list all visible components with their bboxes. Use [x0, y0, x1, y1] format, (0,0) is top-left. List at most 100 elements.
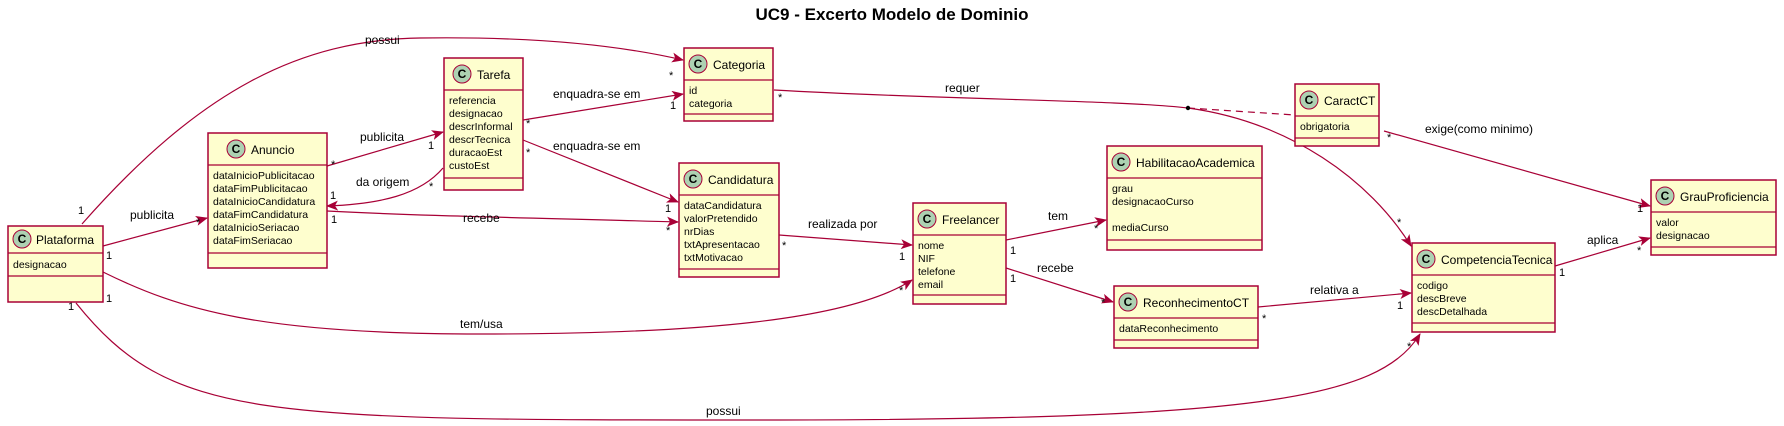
class-attribute: nrDias: [684, 226, 714, 238]
class-attribute: descDetalhada: [1417, 306, 1487, 318]
association-plataforma-categoria: possui 1 *: [78, 33, 684, 225]
class-attribute: custoEst: [449, 160, 489, 172]
class-c-icon: [1299, 90, 1319, 110]
multiplicity: 1: [106, 293, 112, 305]
multiplicity: 1: [106, 250, 112, 262]
class-name: Tarefa: [477, 68, 511, 82]
multiplicity: *: [1101, 297, 1106, 309]
edge-label: realizada por: [808, 217, 877, 231]
class-c-icon: [452, 64, 472, 84]
class-attribute: dataFimPublicitacao: [213, 183, 308, 195]
association-categoria-competencia: requer * *: [773, 81, 1412, 247]
edge-label: da origem: [356, 175, 409, 189]
class-c-icon: [917, 209, 937, 229]
class-attribute: referencia: [449, 95, 496, 107]
class-attribute: duracaoEst: [449, 147, 502, 159]
multiplicity: *: [1407, 341, 1412, 353]
multiplicity: 1: [78, 205, 84, 217]
association-reconhecimento-competencia: relativa a * 1: [1257, 283, 1412, 325]
association-anuncio-tarefa-publicita: publicita * 1: [326, 130, 444, 171]
edge-label: tem: [1048, 209, 1068, 223]
multiplicity: *: [1094, 223, 1099, 235]
class-attribute: designacao: [1656, 230, 1710, 242]
class-caractct[interactable]: C CaractCT obrigatoria: [1294, 83, 1380, 147]
class-anuncio[interactable]: C Anuncio dataInicioPublicitacao dataFim…: [207, 132, 328, 269]
multiplicity: *: [669, 70, 674, 82]
association-caractct-grauproficiencia: exige(como minimo) * 1: [1383, 122, 1651, 215]
multiplicity: *: [1397, 217, 1402, 229]
edge-label: recebe: [463, 211, 500, 225]
class-habilitacaoacademica[interactable]: C HabilitacaoAcademica grau designacaoCu…: [1106, 145, 1263, 251]
edge-label: tem/usa: [460, 317, 503, 331]
class-c-icon: [683, 169, 703, 189]
class-name: Anuncio: [251, 143, 295, 157]
class-categoria[interactable]: C Categoria id categoria: [683, 47, 774, 122]
association-freelancer-habilitacao: tem 1 *: [1005, 209, 1107, 257]
class-freelancer[interactable]: C Freelancer nome NIF telefone email: [912, 202, 1007, 305]
class-attribute: descrTecnica: [449, 134, 510, 146]
class-c-icon: [12, 229, 32, 249]
multiplicity: *: [666, 225, 671, 237]
class-attribute: dataFimCandidatura: [213, 209, 308, 221]
class-attribute: descBreve: [1417, 293, 1467, 305]
class-name: Plataforma: [36, 233, 94, 247]
edge-label: possui: [365, 33, 400, 47]
class-name: Freelancer: [942, 213, 999, 227]
class-reconhecimentoct[interactable]: C ReconhecimentoCT dataReconhecimento: [1113, 285, 1259, 349]
multiplicity: 1: [670, 100, 676, 112]
class-c-icon: [226, 139, 246, 159]
class-attribute: telefone: [918, 266, 956, 278]
class-c-glyph: C: [1422, 252, 1431, 266]
class-attribute: dataReconhecimento: [1119, 323, 1218, 335]
class-attribute: valor: [1656, 217, 1679, 229]
multiplicity: *: [331, 159, 336, 171]
class-c-glyph: C: [18, 232, 27, 246]
class-c-glyph: C: [232, 142, 241, 156]
class-c-icon: [688, 54, 708, 74]
association-candidatura-freelancer: realizada por * 1: [778, 217, 913, 263]
class-c-icon: [1111, 152, 1131, 172]
class-attribute: grau: [1112, 183, 1133, 195]
class-attribute: txtApresentacao: [684, 239, 760, 251]
edge-label: aplica: [1587, 233, 1619, 247]
class-name: CompetenciaTecnica: [1441, 253, 1553, 267]
class-attribute: dataInicioSeriacao: [213, 222, 300, 234]
class-c-icon: [1118, 292, 1138, 312]
class-plataforma[interactable]: C Plataforma designacao: [7, 225, 104, 303]
multiplicity: *: [1637, 245, 1642, 257]
class-c-glyph: C: [694, 57, 703, 71]
class-attribute: valorPretendido: [684, 213, 758, 225]
association-freelancer-reconhecimento: recebe 1 *: [1005, 261, 1114, 309]
class-c-glyph: C: [1117, 155, 1126, 169]
class-attribute: designacao: [449, 108, 503, 120]
class-attribute: categoria: [689, 98, 732, 110]
class-name: CaractCT: [1324, 94, 1376, 108]
multiplicity: 1: [665, 203, 671, 215]
class-attribute: dataInicioCandidatura: [213, 196, 315, 208]
multiplicity: 1: [1397, 300, 1403, 312]
class-attribute: codigo: [1417, 280, 1448, 292]
class-candidatura[interactable]: C Candidatura dataCandidatura valorPrete…: [678, 162, 780, 278]
multiplicity: *: [778, 92, 783, 104]
association-plataforma-competencia: possui 1 *: [68, 301, 1421, 421]
multiplicity: *: [526, 118, 531, 130]
class-attribute: mediaCurso: [1112, 222, 1169, 234]
class-name: HabilitacaoAcademica: [1136, 156, 1255, 170]
multiplicity: *: [1262, 313, 1267, 325]
class-attribute: NIF: [918, 253, 935, 265]
multiplicity: 1: [331, 214, 337, 226]
edge-label: recebe: [1037, 261, 1074, 275]
multiplicity: 1: [428, 140, 434, 152]
multiplicity: 1: [1559, 267, 1565, 279]
multiplicity: *: [1387, 132, 1392, 144]
multiplicity: *: [526, 147, 531, 159]
class-tarefa[interactable]: C Tarefa referencia designacao descrInfo…: [443, 57, 524, 191]
class-competenciatecnica[interactable]: C CompetenciaTecnica codigo descBreve de…: [1411, 242, 1556, 333]
class-grauproficiencia[interactable]: C GrauProficiencia valor designacao: [1650, 179, 1777, 256]
association-tarefa-candidatura: enquadra-se em * 1: [522, 139, 679, 215]
class-c-glyph: C: [1124, 295, 1133, 309]
multiplicity: *: [899, 285, 904, 297]
multiplicity: *: [782, 240, 787, 252]
edge-label: enquadra-se em: [553, 139, 640, 153]
